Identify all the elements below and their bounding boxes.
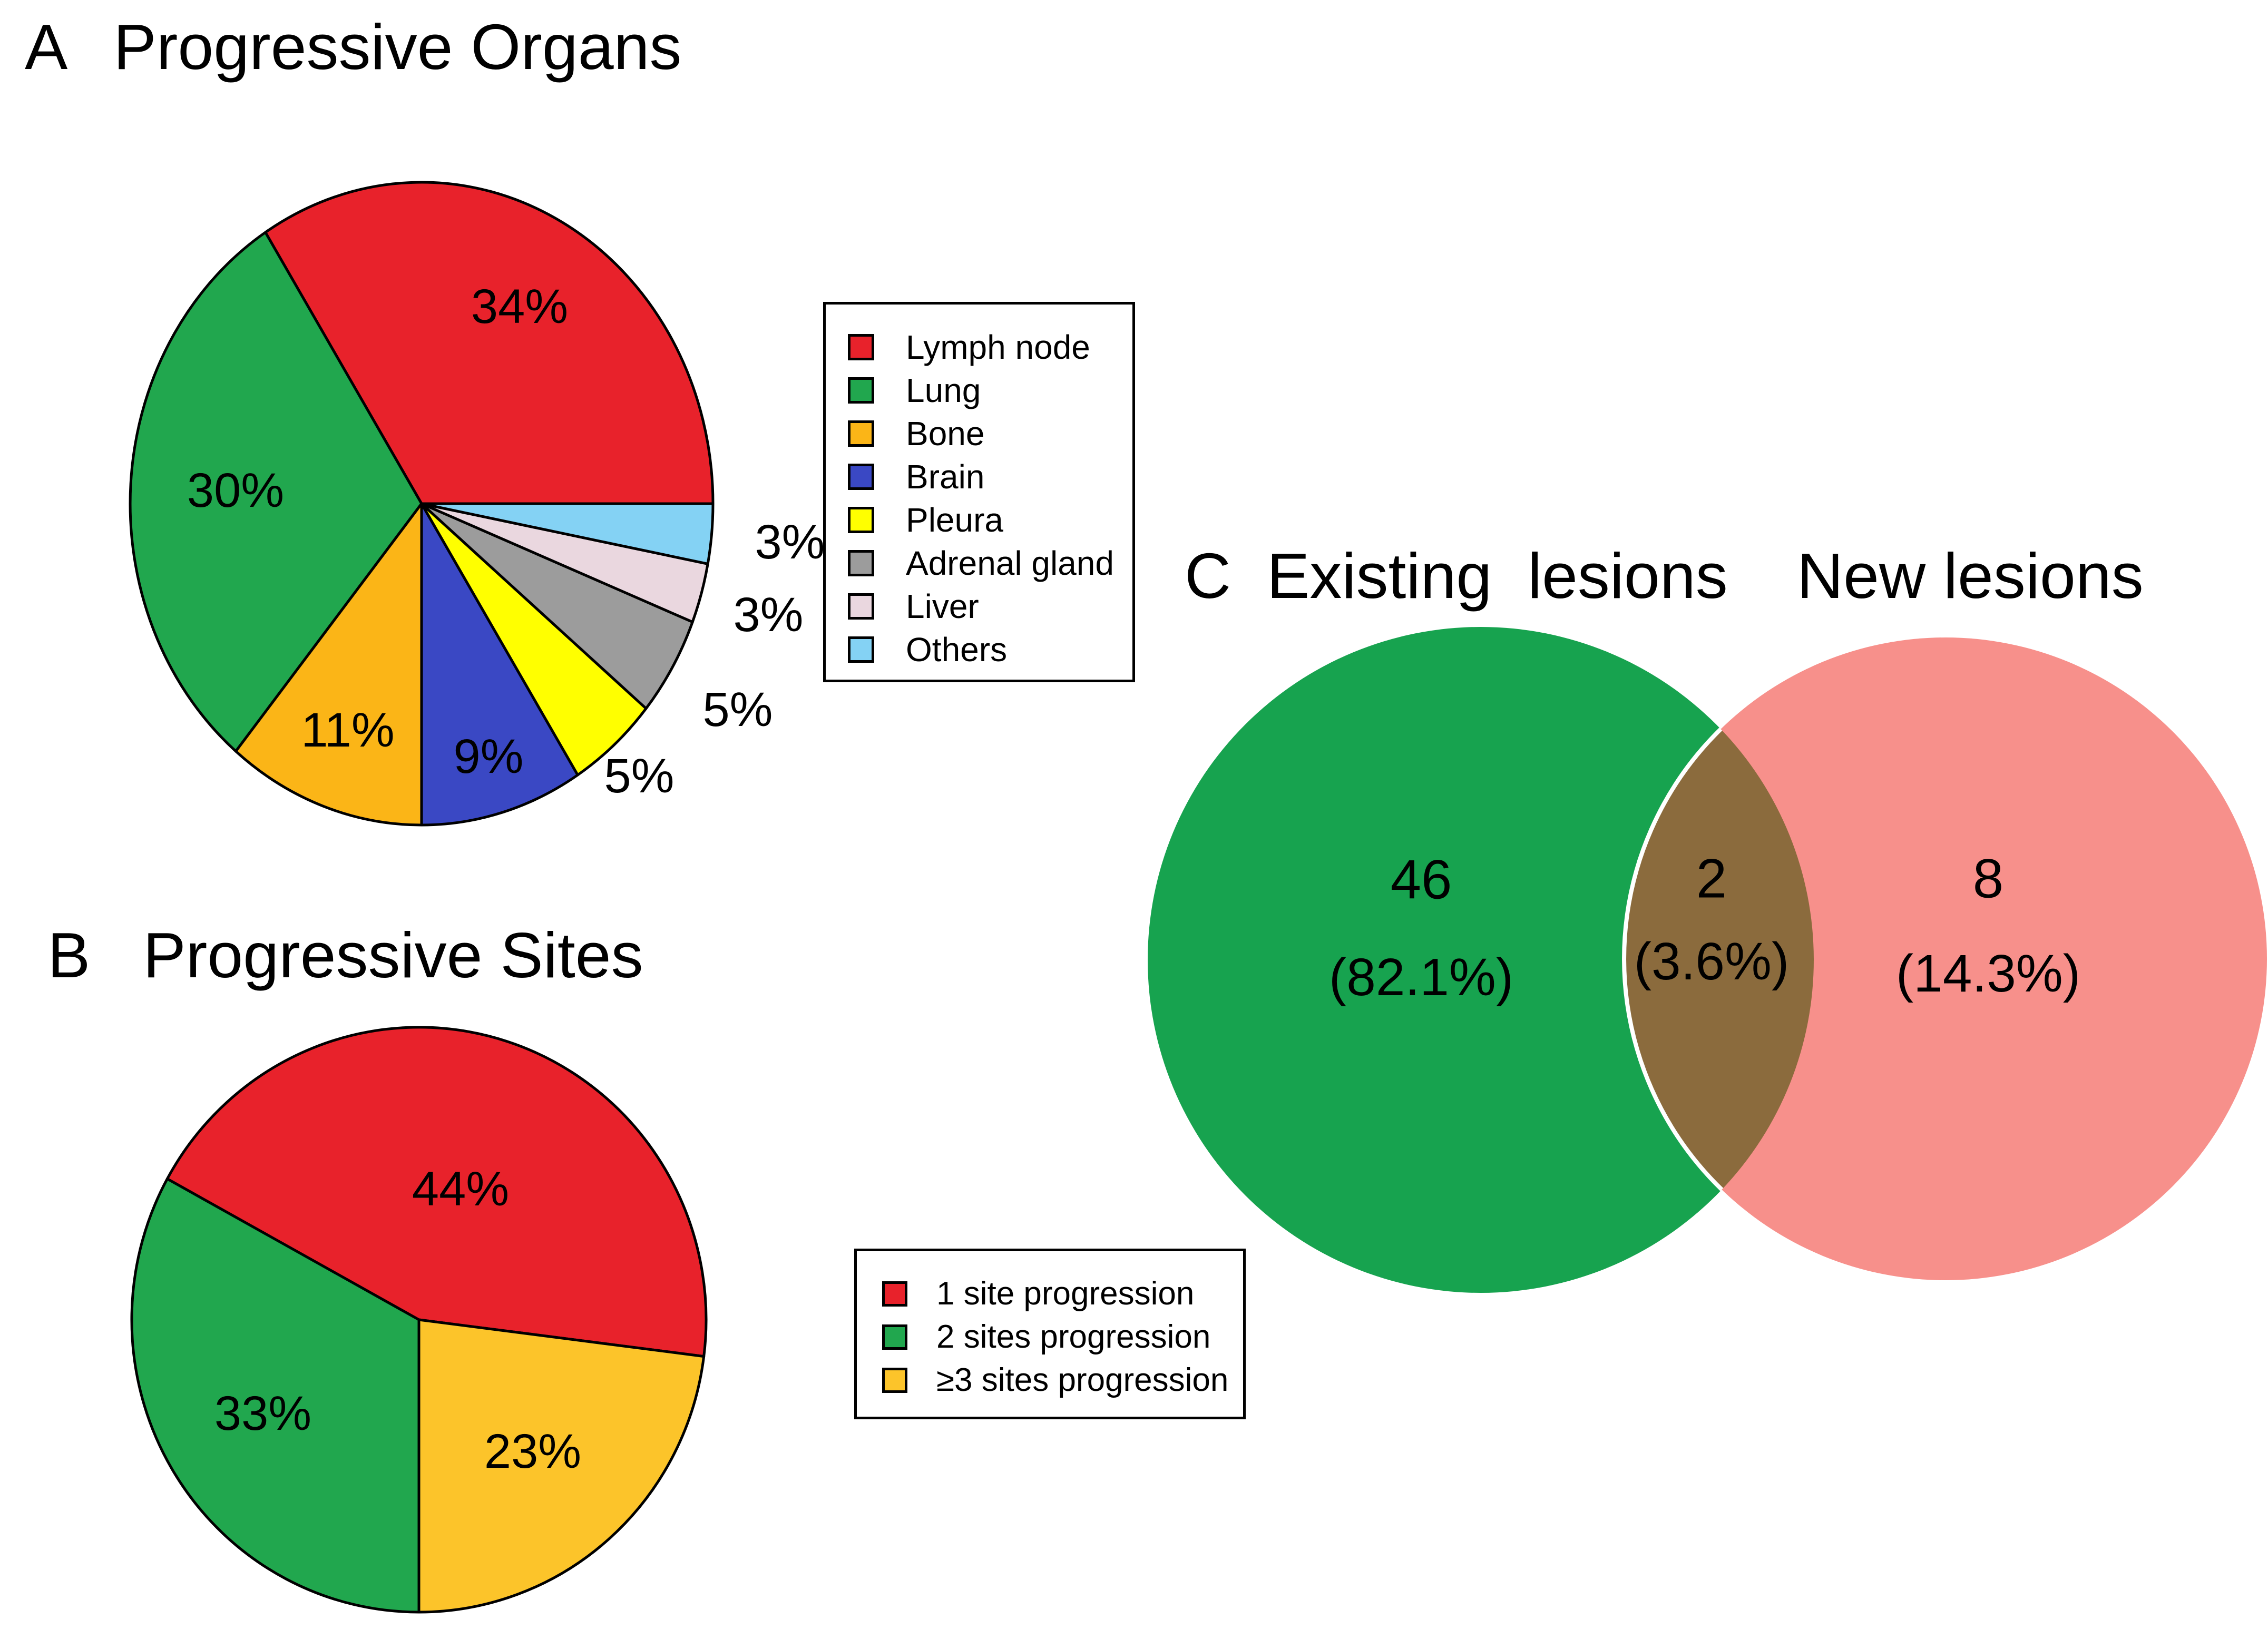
pie-b-legend-item: 2 sites progression <box>882 1316 1243 1359</box>
pie-a-label-adrenal-gland: 5% <box>703 683 773 737</box>
legend-label: Lung <box>906 371 981 409</box>
pie-a-label-bone: 11% <box>301 703 394 757</box>
pie-a-legend-item: Pleura <box>848 498 1132 542</box>
pie-b-label--3-sites-progression: 23% <box>484 1425 581 1478</box>
pie-a-slice-others <box>420 502 715 565</box>
panel-a-letter: A <box>25 11 68 83</box>
pie-a-slice-lung <box>129 231 423 753</box>
pie-b-slice-1-site-progression <box>165 1026 708 1358</box>
venn-intersection-pct: (3.6%) <box>1634 932 1790 991</box>
pie-a-legend-item: Lymph node <box>848 326 1132 369</box>
panel-c-letter: C <box>1185 540 1231 612</box>
venn-existing-count: 46 <box>1391 849 1452 911</box>
pie-a-legend-item: Bone <box>848 412 1132 455</box>
venn-intersection-count: 2 <box>1696 848 1727 910</box>
panel-b-letter: B <box>47 919 91 991</box>
pie-a-legend-swatch-others <box>848 636 874 663</box>
pie-b-label-1-site-progression: 44% <box>412 1162 509 1216</box>
venn-existing-pct: (82.1%) <box>1329 948 1513 1007</box>
pie-a-legend-item: Brain <box>848 455 1132 498</box>
pie-a-label-lymph-node: 34% <box>471 280 568 333</box>
pie-a-legend-swatch-pleura <box>848 507 874 533</box>
pie-b-legend: 1 site progression 2 sites progression ≥3 … <box>854 1249 1246 1419</box>
venn-new-count: 8 <box>1973 848 2003 910</box>
venn-left-set-title: Existing lesions <box>1267 540 1728 612</box>
pie-a-legend-swatch-brain <box>848 464 874 490</box>
legend-label: Pleura <box>906 501 1003 539</box>
pie-a-legend-item: Adrenal gland <box>848 542 1132 585</box>
pie-a-legend-item: Lung <box>848 369 1132 412</box>
legend-label: 1 site progression <box>936 1275 1195 1312</box>
venn-intersection-white-arc <box>1622 728 1724 1191</box>
legend-label: Brain <box>906 458 985 496</box>
pie-a-label-others: 3% <box>755 515 825 569</box>
pie-a-legend-item: Others <box>848 628 1132 671</box>
pie-b-legend-swatch-1-site-progression <box>882 1281 907 1307</box>
pie-a-legend-swatch-adrenal-gland <box>848 550 874 576</box>
venn-right-set-title: New lesions <box>1797 540 2144 612</box>
venn-intersection-lens <box>1624 729 1814 1190</box>
pie-a-slice-bone <box>234 502 423 827</box>
pie-a-slice-pleura <box>420 502 648 777</box>
pie-b-slice--3-sites-progression <box>417 1318 706 1614</box>
pie-a-legend-swatch-bone <box>848 420 874 447</box>
pie-a-legend-swatch-lymph-node <box>848 334 874 360</box>
pie-b-label-2-sites-progression: 33% <box>214 1387 311 1440</box>
legend-label: Adrenal gland <box>906 544 1114 582</box>
pie-b-legend-item: 1 site progression <box>882 1272 1243 1316</box>
legend-label: Lymph node <box>906 328 1090 366</box>
pie-a-label-liver: 3% <box>734 588 804 642</box>
pie-a-legend-swatch-lung <box>848 377 874 404</box>
venn-new-pct: (14.3%) <box>1896 944 2080 1003</box>
venn-existing-lesions-circle <box>1148 627 1814 1293</box>
pie-a-legend-swatch-liver <box>848 593 874 620</box>
pie-b-slice-2-sites-progression <box>130 1177 421 1614</box>
pie-a-label-lung: 30% <box>187 464 284 517</box>
pie-a-slice-lymph-node <box>264 181 715 505</box>
pie-a-label-pleura: 5% <box>604 749 674 803</box>
pie-b-legend-item: ≥3 sites progression <box>882 1359 1243 1402</box>
pie-b-legend-swatch-2-sites-progression <box>882 1324 907 1350</box>
legend-label: 2 sites progression <box>936 1319 1211 1355</box>
venn-new-lesions-circle <box>1624 637 2267 1280</box>
legend-label: Others <box>906 631 1008 669</box>
pie-b-legend-swatch--3-sites-progression <box>882 1368 907 1393</box>
pie-a-label-brain: 9% <box>454 730 524 783</box>
pie-a-legend-item: Liver <box>848 585 1132 628</box>
pie-a-slice-adrenal-gland <box>420 502 694 710</box>
legend-label: ≥3 sites progression <box>936 1362 1229 1398</box>
panel-b-title-text: Progressive Sites <box>143 919 643 991</box>
pie-a-slice-brain <box>420 502 579 827</box>
legend-label: Liver <box>906 587 979 625</box>
legend-label: Bone <box>906 415 985 453</box>
panel-a-title-text: Progressive Organs <box>113 11 682 83</box>
